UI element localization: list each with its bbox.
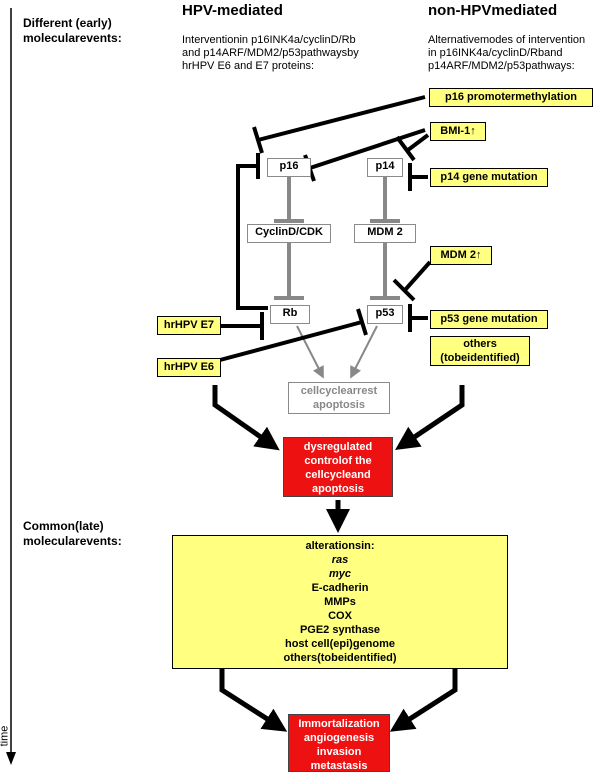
- late-events-label-line2: molecularevents:: [23, 534, 122, 548]
- late-events-label: Common(late) molecularevents:: [23, 519, 122, 549]
- hpv-column-description: Interventionin p16INK4a/cyclinD/Rb and p…: [182, 34, 359, 73]
- others-line2: (tobeidentified): [440, 352, 520, 364]
- p16meth-inhibit-line: [257, 95, 426, 142]
- node-mdm2: MDM 2: [354, 224, 416, 243]
- nonhpv-column-title: non-HPVmediated: [428, 2, 558, 19]
- box-p14-gene-mutation: p14 gene mutation: [430, 168, 548, 187]
- hpv-to-dysreg-arrow: [212, 385, 280, 451]
- nonhpv-desc-line1: Alternativemodes of intervention: [428, 34, 586, 46]
- e6-inhibit-line: [219, 320, 363, 362]
- alteration-ecadherin: E-cadherin: [311, 582, 369, 594]
- others-line1: others: [463, 338, 497, 350]
- alteration-ras: ras: [331, 554, 349, 566]
- mdm2up-inhibit-line: [403, 260, 432, 292]
- box-others-to-be-identified: others (tobeidentified): [430, 336, 530, 366]
- alteration-cox: COX: [328, 610, 352, 622]
- final-line1: Immortalization: [298, 718, 380, 730]
- bmi1-inhibit-p14-bar: [395, 135, 416, 162]
- time-axis-label: time: [0, 725, 11, 747]
- box-immortalization-outcomes: Immortalization angiogenesis invasion me…: [288, 714, 390, 772]
- nonhpv-column-description: Alternativemodes of intervention in p16I…: [428, 34, 585, 73]
- alterations-to-final-left-arrow: [219, 668, 288, 732]
- outcome-line1: cellcyclearrest: [300, 385, 378, 397]
- early-events-label-line2: molecularevents:: [23, 31, 122, 45]
- alteration-pge2-synthase: PGE2 synthase: [299, 624, 381, 636]
- hpv-desc-line1: Interventionin p16INK4a/cyclinD/Rb: [182, 34, 356, 46]
- box-dysregulated-control: dysregulated controlof the cellcycleand …: [283, 437, 393, 497]
- early-events-label-line1: Different (early): [23, 16, 112, 30]
- dysreg-line3: cellcycleand: [305, 469, 371, 481]
- late-events-label-line1: Common(late): [23, 519, 104, 533]
- node-cellcycle-outcome: cellcyclearrest apoptosis: [288, 382, 390, 414]
- alteration-others: others(tobeidentified): [283, 652, 397, 664]
- p53-to-outcome-arrow: [350, 325, 378, 379]
- early-events-label: Different (early) molecularevents:: [23, 16, 122, 46]
- node-p14: p14: [367, 158, 403, 177]
- e6-inhibit-bar: [356, 308, 368, 336]
- mdm2up-inhibit-bar: [392, 278, 416, 302]
- final-line2: angiogenesis: [303, 732, 375, 744]
- final-line3: invasion: [316, 746, 362, 758]
- p16meth-inhibit-bar: [252, 126, 264, 154]
- hpv-desc-line3: hrHPV E6 and E7 proteins:: [182, 60, 315, 72]
- final-line4: metastasis: [310, 760, 368, 772]
- time-axis-arrowhead: [6, 752, 16, 765]
- alteration-myc: myc: [328, 568, 352, 580]
- box-p16-promoter-methylation: p16 promotermethylation: [429, 88, 593, 107]
- alterations-heading: alterationsin:: [305, 540, 375, 552]
- node-rb: Rb: [270, 305, 310, 324]
- box-p53-gene-mutation: p53 gene mutation: [430, 310, 548, 329]
- dysreg-line2: controlof the: [304, 455, 372, 467]
- nonhpv-desc-line2: in p16INK4a/cyclinD/Rband: [428, 47, 563, 59]
- nonhpv-desc-line3: p14ARF/MDM2/p53pathways:: [428, 60, 575, 72]
- box-bmi1-up: BMI-1↑: [430, 122, 486, 141]
- rb-to-outcome-arrow: [296, 325, 324, 379]
- bmi1-inhibit-p16-line: [309, 128, 426, 170]
- dysreg-line1: dysregulated: [303, 441, 373, 453]
- box-hrhpv-e6: hrHPV E6: [157, 358, 221, 377]
- box-mdm2-up: MDM 2↑: [430, 246, 492, 265]
- outcome-line2: apoptosis: [313, 399, 365, 411]
- alterations-to-final-right-arrow: [389, 668, 458, 732]
- node-p53: p53: [367, 305, 403, 324]
- hpv-column-title: HPV-mediated: [182, 2, 283, 19]
- alteration-mmps: MMPs: [324, 596, 356, 608]
- node-p16: p16: [267, 158, 311, 177]
- box-hrhpv-e7: hrHPV E7: [157, 316, 221, 335]
- hpv-desc-line2: and p14ARF/MDM2/p53pathwaysby: [182, 47, 359, 59]
- rb-feedback-line: [236, 164, 268, 310]
- bmi1-inhibit-p14-line: [406, 133, 430, 152]
- node-cyclind-cdk: CyclinD/CDK: [247, 224, 331, 243]
- dysreg-line4: apoptosis: [312, 483, 364, 495]
- box-alterations: alterationsin: ras myc E-cadherin MMPs C…: [172, 535, 508, 669]
- alteration-host-genome: host cell(epi)genome: [284, 638, 396, 650]
- nonhpv-to-dysreg-arrow: [395, 385, 465, 451]
